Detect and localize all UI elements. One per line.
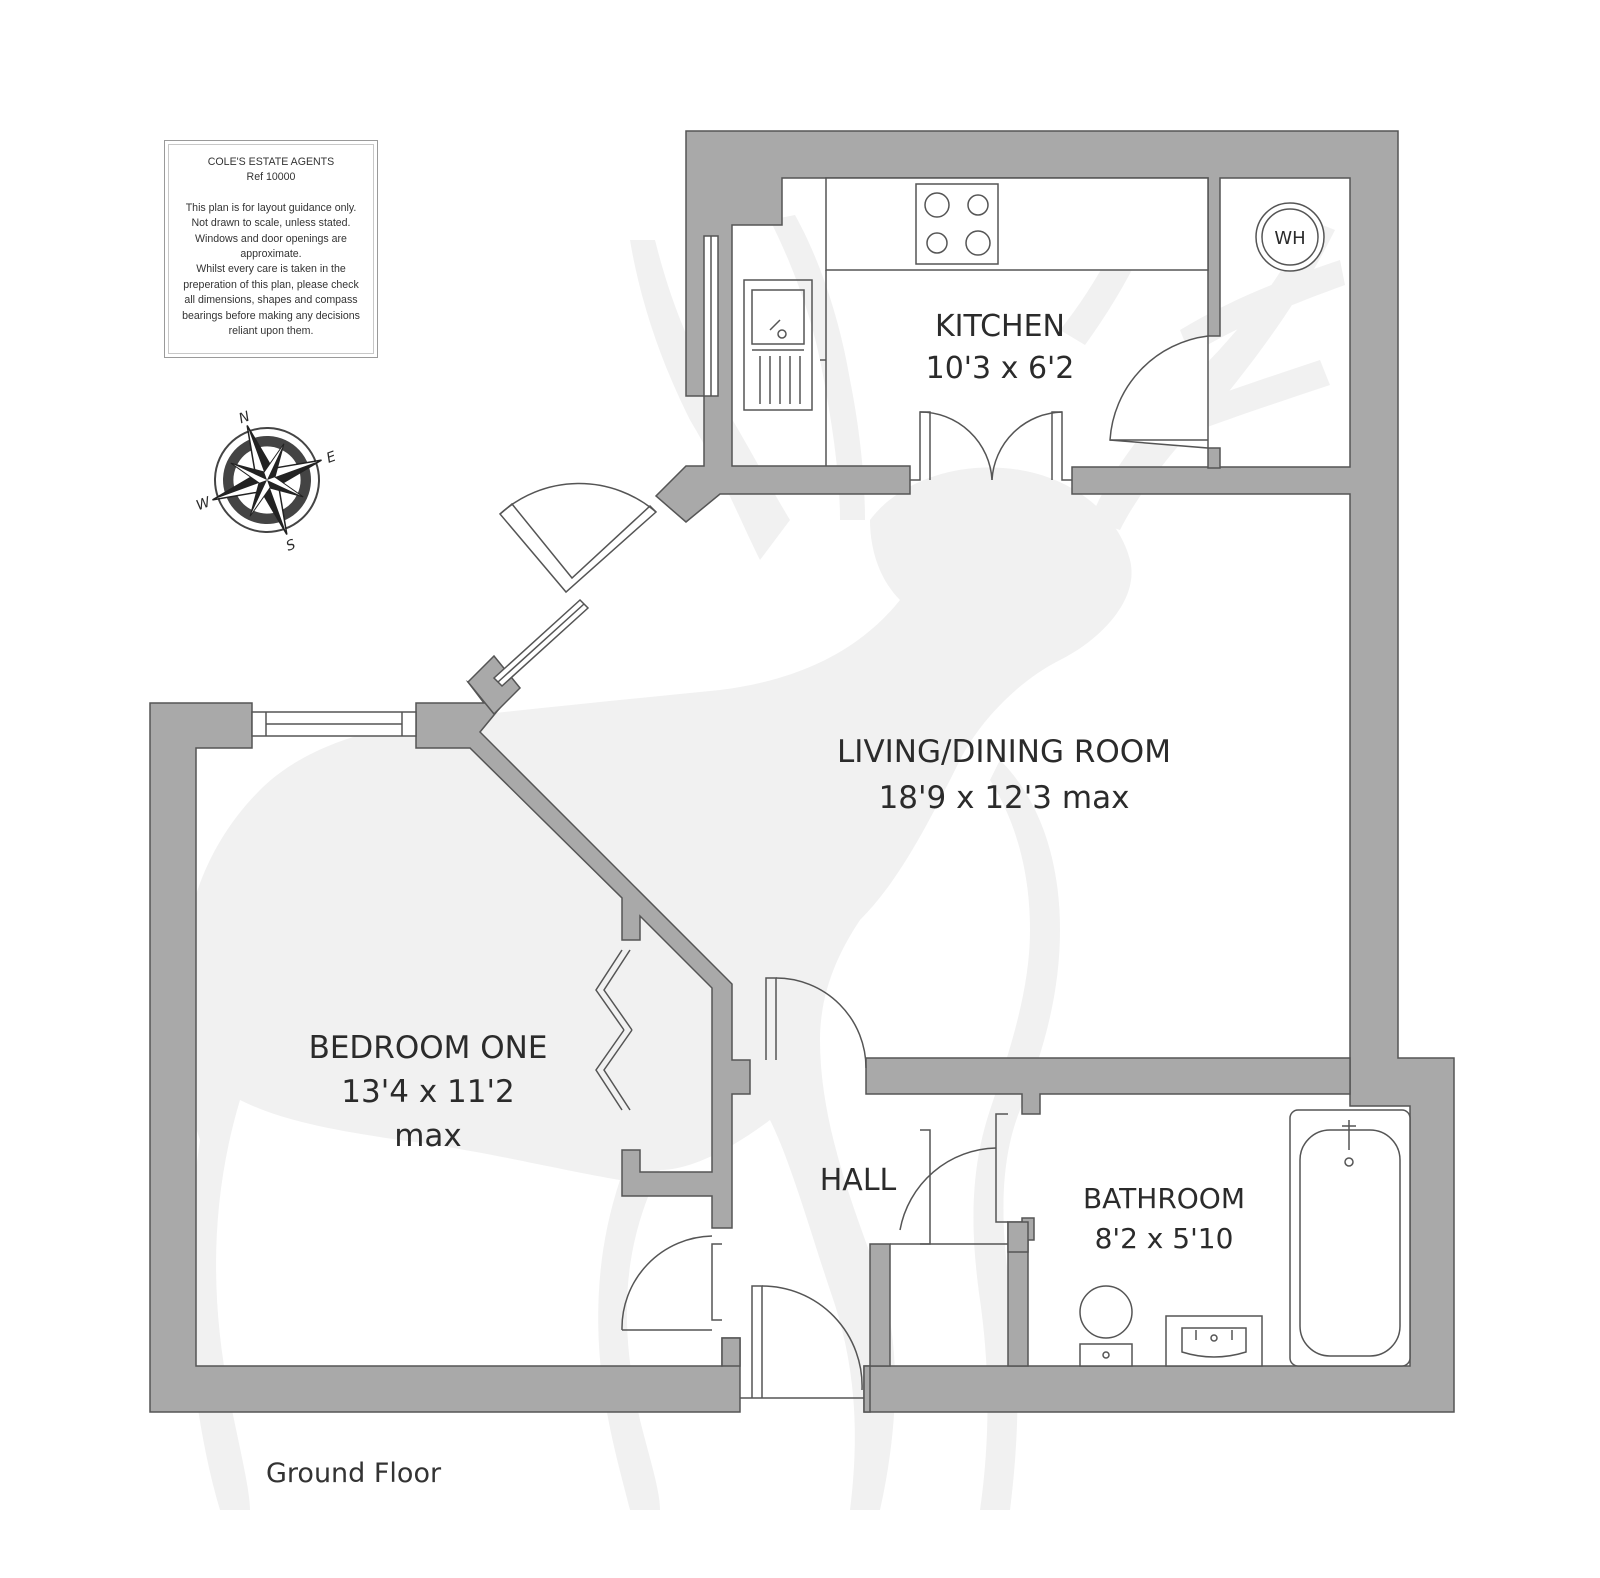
compass-w: W	[194, 494, 214, 514]
room-labels: KITCHEN 10'3 x 6'2 LIVING/DINING ROOM 18…	[309, 309, 1245, 1255]
disclaimer-line: all dimensions, shapes and compass	[184, 294, 358, 307]
compass-s: S	[284, 537, 298, 555]
walls	[149, 130, 1455, 1413]
disclaimer-line: approximate.	[240, 248, 302, 261]
floor-label: Ground Floor	[266, 1458, 442, 1489]
bedroom-extra: max	[394, 1118, 462, 1154]
hob	[915, 183, 999, 265]
water-heater-label: WH	[1274, 228, 1305, 249]
bedroom-name: BEDROOM ONE	[309, 1030, 548, 1066]
disclaimer-company: COLE'S ESTATE AGENTS	[207, 156, 335, 168]
bathroom-name: BATHROOM	[1083, 1182, 1245, 1215]
disclaimer-line: Windows and door openings are	[195, 232, 347, 245]
kitchen-name: KITCHEN	[935, 309, 1065, 344]
water-heater	[1255, 202, 1325, 272]
disclaimer-line: bearings before making any decisions	[182, 309, 360, 322]
disclaimer-line: preperation of this plan, please check	[183, 278, 359, 291]
compass: N E S W	[194, 408, 338, 555]
bathroom-fixtures	[1079, 1109, 1411, 1367]
kitchen-sink	[743, 279, 813, 411]
kitchen-fixtures	[703, 177, 1209, 466]
living-size: 18'9 x 12'3 max	[879, 780, 1130, 816]
living-name: LIVING/DINING ROOM	[837, 734, 1171, 770]
bathroom-size: 8'2 x 5'10	[1095, 1222, 1234, 1255]
kitchen-size: 10'3 x 6'2	[926, 351, 1075, 386]
toilet	[1079, 1285, 1133, 1339]
disclaimer-ref: Ref 10000	[246, 171, 296, 184]
hall-name: HALL	[820, 1163, 897, 1198]
compass-n: N	[237, 408, 253, 427]
disclaimer-line: Whilst every care is taken in the	[196, 263, 346, 276]
compass-e: E	[324, 449, 338, 467]
bedroom-size: 13'4 x 11'2	[341, 1074, 514, 1110]
disclaimer-line: Not drawn to scale, unless stated.	[191, 217, 351, 230]
disclaimer-line: reliant upon them.	[228, 325, 314, 338]
utility-cupboard: WH	[1109, 202, 1325, 449]
worktop	[825, 177, 1209, 271]
disclaimer-box: COLE'S ESTATE AGENTS Ref 10000 This plan…	[164, 140, 378, 358]
disclaimer-line: This plan is for layout guidance only.	[185, 201, 357, 214]
doors	[251, 411, 1072, 1399]
